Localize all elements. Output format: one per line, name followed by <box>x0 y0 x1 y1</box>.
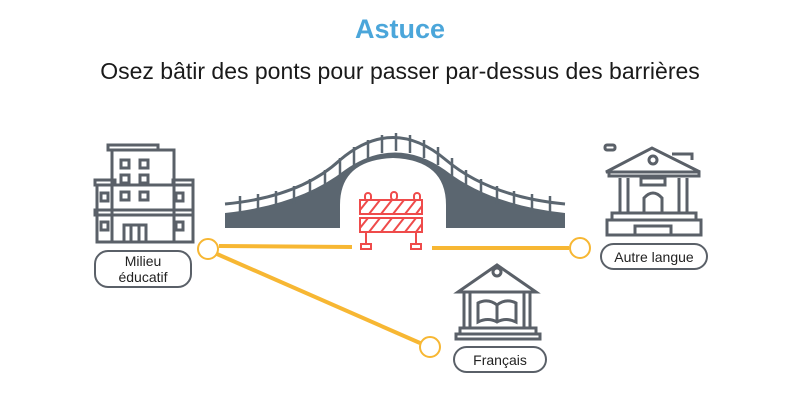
line-school-french <box>216 252 421 345</box>
school-building-icon <box>93 143 195 244</box>
library-book-icon <box>453 263 542 341</box>
node-school <box>197 238 219 260</box>
connector-nodes <box>197 237 591 358</box>
connector-lines <box>216 244 569 345</box>
node-french <box>419 336 441 358</box>
node-label-french: Français <box>453 346 547 373</box>
line-school-bridge <box>218 244 353 249</box>
node-label-other-language: Autre langue <box>600 243 708 270</box>
node-label-school: Milieu éducatif <box>94 250 192 288</box>
node-other-language <box>569 237 591 259</box>
title: Astuce <box>354 14 446 44</box>
subtitle: Osez bâtir des ponts pour passer par-des… <box>100 58 700 84</box>
classical-building-icon <box>603 143 703 237</box>
barrier-icon <box>359 191 423 250</box>
bridge-icon <box>224 133 566 228</box>
